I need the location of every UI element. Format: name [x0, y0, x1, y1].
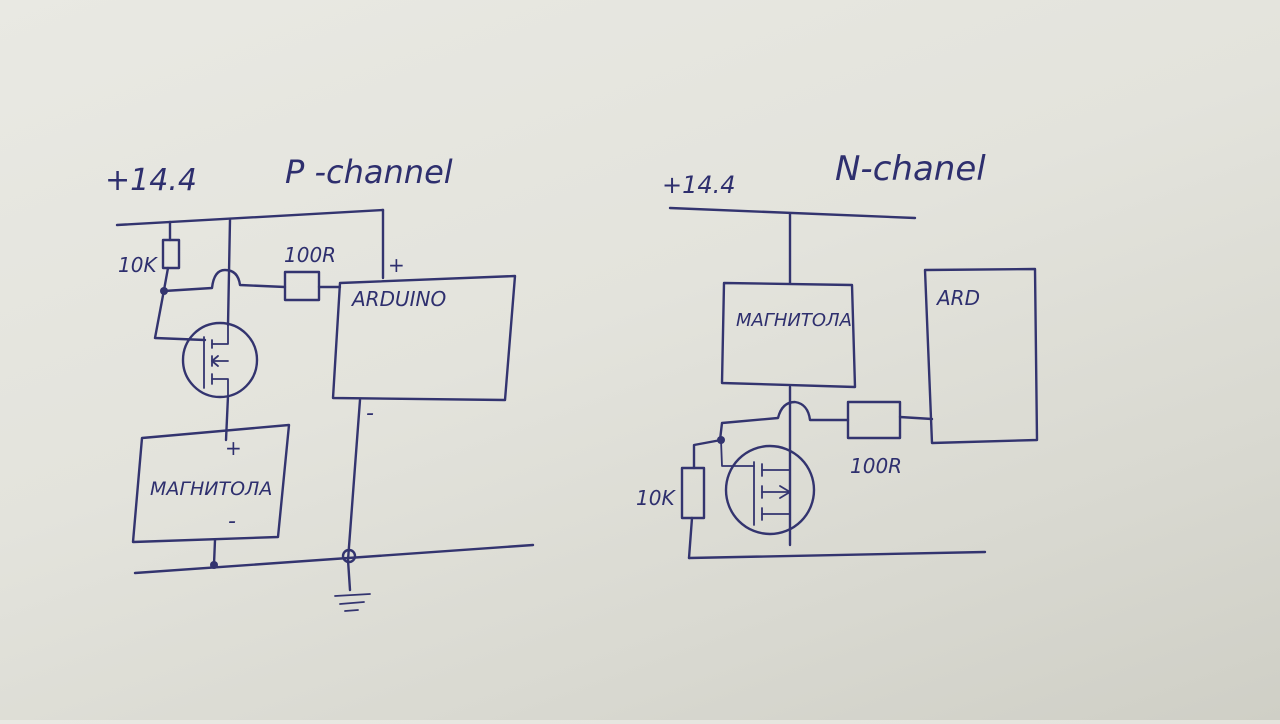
- p-arduino-minus: -: [366, 401, 374, 426]
- p-supply-rail: [115, 208, 385, 227]
- n-pulldown-wire-top: [692, 438, 723, 470]
- p-supply-label: +14.4: [105, 163, 197, 198]
- n-ard-box: [923, 267, 1039, 445]
- n-mosfet-circle: [724, 444, 816, 536]
- p-mosfet-circle: [181, 321, 259, 399]
- p-mosfet-drain-wire: [224, 394, 230, 442]
- n-gate-signal-wire: [718, 400, 850, 442]
- p-ground-symbol: [334, 593, 371, 612]
- p-channel-title: P -channel: [285, 153, 453, 191]
- p-ground-rail: [133, 543, 535, 575]
- p-gate-wire: [153, 266, 207, 342]
- p-load-minus: -: [228, 509, 236, 534]
- n-pulldown-resistor: [680, 466, 706, 520]
- n-pulldown-wire-bottom: [687, 516, 694, 560]
- p-arduino-box: [331, 274, 517, 402]
- p-mosfet-terminals: [211, 324, 229, 397]
- p-mosfet-source-wire: [226, 218, 232, 327]
- p-mosfet-arrow: [211, 355, 219, 367]
- p-channel-schematic: +14.4 P -channel + 10K 100R ARDUINO - + …: [105, 153, 535, 612]
- n-supply-label: +14.4: [662, 171, 736, 199]
- p-arduino-ground-wire: [346, 398, 362, 592]
- n-resistor-to-ard-wire: [898, 415, 934, 421]
- p-gate-resistor-label: 100R: [284, 243, 336, 267]
- n-channel-schematic: +14.4 N-chanel MAГНИТОЛА ARD 100R 10K: [636, 149, 1039, 560]
- p-ground-junction-arduino: [341, 548, 357, 564]
- p-ground-junction-load: [210, 561, 218, 569]
- n-ard-label: ARD: [935, 286, 980, 310]
- p-arduino-plus: +: [388, 253, 405, 277]
- p-gate-resistor: [283, 270, 321, 302]
- n-gate-resistor-label: 100R: [850, 454, 902, 478]
- p-pullup-label: 10K: [118, 253, 158, 277]
- n-load-box: [720, 281, 857, 389]
- n-pulldown-label: 10K: [636, 486, 676, 510]
- p-load-ground-wire: [212, 538, 217, 566]
- n-gate-lead: [720, 439, 755, 467]
- n-mosfet-terminals: [761, 469, 791, 515]
- n-channel-title: N-chanel: [835, 149, 986, 189]
- n-supply-rail: [668, 206, 917, 220]
- n-gate-resistor: [846, 400, 902, 440]
- p-pullup-resistor: [161, 238, 181, 270]
- p-load-plus: +: [225, 436, 242, 460]
- n-mosfet-arrow: [779, 485, 791, 499]
- p-arduino-label: ARDUINO: [350, 287, 446, 311]
- p-load-box: [131, 423, 291, 544]
- p-gate-signal-wire: [162, 268, 287, 293]
- n-ground-rail: [687, 550, 987, 560]
- n-load-label: MAГНИТОЛА: [736, 310, 852, 331]
- p-load-label: MAГНИТОЛА: [150, 478, 272, 500]
